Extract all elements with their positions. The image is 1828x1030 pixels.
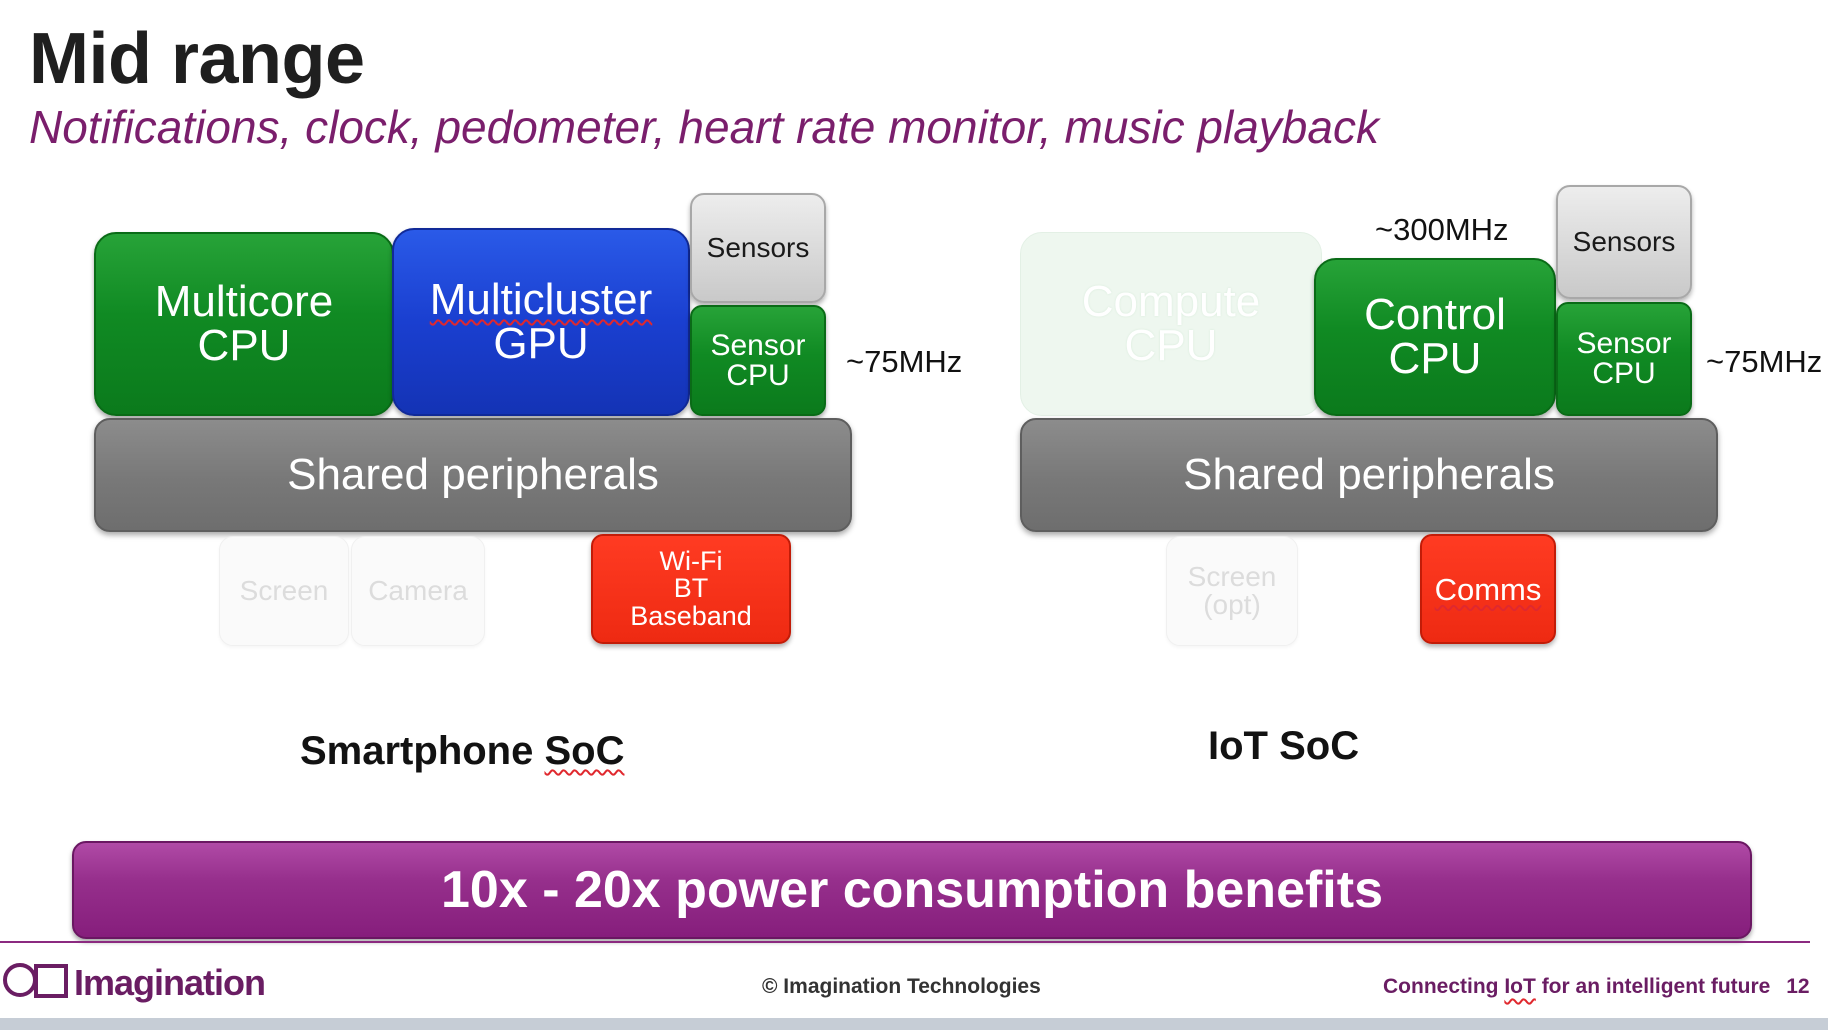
- radio-line1: Wi-Fi: [659, 545, 723, 576]
- iot-sensor-cpu-line1: Sensor: [1576, 327, 1672, 360]
- radio-line2: BT: [673, 573, 709, 604]
- slide-subtitle: Notifications, clock, pedometer, heart r…: [29, 101, 1379, 153]
- wifi-bt-baseband-block: Wi-Fi BT Baseband: [591, 534, 791, 644]
- iot-shared-peripherals-label: Shared peripherals: [1183, 450, 1555, 499]
- multicluster-gpu-line2: GPU: [493, 319, 589, 368]
- multicluster-gpu-line1: Multicluster: [429, 275, 653, 324]
- footer-page-number: 12: [1786, 975, 1810, 998]
- smartphone-camera-block: Camera: [351, 536, 485, 646]
- multicluster-gpu-block: Multicluster GPU: [392, 228, 690, 416]
- smartphone-soc-word1: Smartphone: [300, 729, 534, 773]
- multicore-cpu-line2: CPU: [197, 321, 291, 370]
- iot-soc-label: IoT SoC: [1208, 724, 1360, 768]
- compute-cpu-line1: Compute: [1081, 277, 1261, 326]
- control-cpu-block: Control CPU: [1314, 258, 1556, 416]
- smartphone-sensors-label: Sensors: [706, 232, 810, 263]
- smartphone-sensor-cpu-line1: Sensor: [710, 328, 806, 362]
- footer-tagline-part1: Connecting: [1383, 975, 1499, 998]
- smartphone-screen-label: Screen: [239, 575, 329, 606]
- iot-screen-line1: Screen: [1187, 561, 1277, 592]
- comms-block: Comms: [1420, 534, 1556, 644]
- iot-sensor-cpu-line2: CPU: [1592, 357, 1656, 390]
- power-benefits-text: 10x - 20x power consumption benefits: [441, 861, 1383, 919]
- footer-tagline-iot: IoT: [1504, 975, 1536, 998]
- iot-sensor-frequency: ~75MHz: [1706, 344, 1823, 379]
- smartphone-sensor-cpu-block: Sensor CPU: [690, 305, 826, 416]
- imagination-logo-icon: [3, 963, 68, 998]
- iot-sensors-label: Sensors: [1572, 226, 1676, 257]
- iot-sensors-block: Sensors: [1556, 185, 1692, 299]
- footer-bottom-bar: [0, 1018, 1828, 1030]
- control-cpu-frequency: ~300MHz: [1375, 212, 1509, 247]
- smartphone-sensors-block: Sensors: [690, 193, 826, 303]
- smartphone-soc-word2: SoC: [544, 729, 625, 773]
- iot-sensor-cpu-block: Sensor CPU: [1556, 302, 1692, 416]
- smartphone-camera-label: Camera: [368, 575, 468, 606]
- footer-copyright: © Imagination Technologies: [762, 975, 1041, 998]
- comms-label: Comms: [1434, 571, 1542, 607]
- power-benefits-banner: 10x - 20x power consumption benefits: [72, 841, 1752, 939]
- smartphone-shared-peripherals: Shared peripherals: [94, 418, 852, 532]
- smartphone-screen-block: Screen: [219, 536, 349, 646]
- compute-cpu-line2: CPU: [1124, 321, 1218, 370]
- iot-screen-line2: (opt): [1203, 589, 1261, 620]
- smartphone-sensor-cpu-line2: CPU: [726, 358, 790, 392]
- compute-cpu-block: Compute CPU: [1020, 232, 1322, 416]
- multicore-cpu-line1: Multicore: [154, 277, 334, 326]
- smartphone-sensor-frequency: ~75MHz: [846, 344, 963, 379]
- imagination-logo-text: Imagination: [74, 962, 266, 1003]
- radio-line3: Baseband: [630, 600, 752, 631]
- footer-divider: [0, 941, 1810, 943]
- control-cpu-line1: Control: [1364, 290, 1506, 339]
- smartphone-soc-label: Smartphone SoC: [300, 729, 624, 774]
- iot-shared-peripherals: Shared peripherals: [1020, 418, 1718, 532]
- footer-tagline-part2: for an intelligent future: [1541, 975, 1771, 998]
- multicore-cpu-block: Multicore CPU: [94, 232, 394, 416]
- iot-screen-block: Screen (opt): [1166, 536, 1298, 646]
- footer-tagline: Connecting IoT for an intelligent future…: [1383, 975, 1810, 999]
- smartphone-shared-peripherals-label: Shared peripherals: [287, 450, 659, 499]
- slide-title: Mid range: [29, 19, 365, 99]
- control-cpu-line2: CPU: [1388, 334, 1482, 383]
